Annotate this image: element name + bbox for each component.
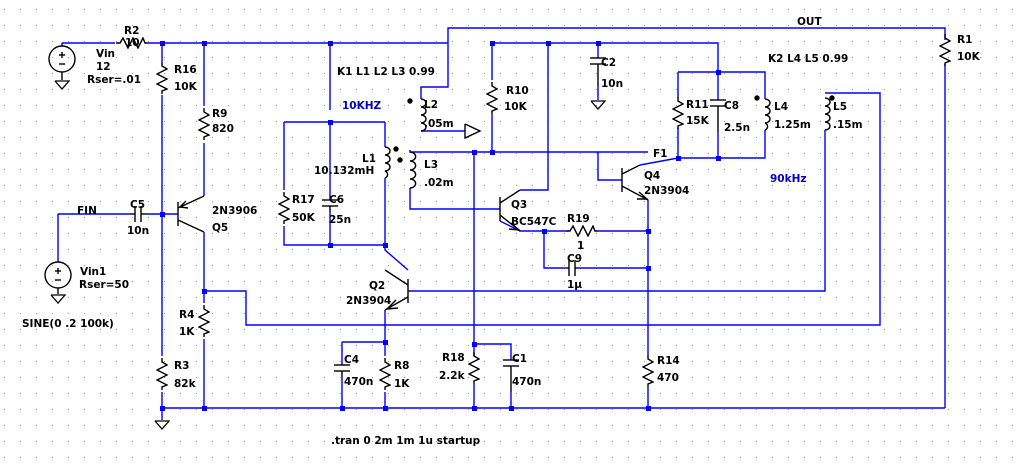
q3-model: BC547C <box>511 216 557 228</box>
c8-value: 2.5n <box>724 122 750 134</box>
c9-value: 1µ <box>567 279 582 291</box>
q3-symbol <box>499 189 522 232</box>
r16-value: 10K <box>174 81 198 93</box>
r10-value: 10K <box>504 101 528 113</box>
r8-name: R8 <box>394 360 409 372</box>
c5-name: C5 <box>130 199 145 211</box>
net-label-out: OUT <box>797 16 822 28</box>
q4-symbol <box>621 164 649 201</box>
r18-name: R18 <box>442 352 465 364</box>
l1-name: L1 <box>362 153 376 165</box>
c6-value: 25n <box>329 214 351 226</box>
r8-value: 1K <box>394 378 410 390</box>
directive-k1: K1 L1 L2 L3 0.99 <box>337 66 435 78</box>
vin-name: Vin <box>96 48 115 60</box>
l1-value: 10.132mH <box>314 165 374 177</box>
vin1-value: SINE(0 .2 100k) <box>22 318 114 330</box>
c2-name: C2 <box>601 57 616 69</box>
r11-value: 15K <box>686 115 710 127</box>
r9-value: 820 <box>212 123 234 135</box>
l2-symbol <box>407 98 427 132</box>
labels: OUT FIN F1 Vin 12 Rser=.01 Vin1 Rser=50 … <box>22 16 981 447</box>
q2-symbol <box>384 269 410 311</box>
l3-symbol <box>397 151 417 189</box>
c9-symbol <box>566 260 578 276</box>
c1-value: 470n <box>512 376 541 388</box>
net-label-fin: FIN <box>77 205 97 217</box>
vin1-rser: Rser=50 <box>79 279 129 291</box>
r4-value: 1K <box>179 326 195 338</box>
vin-source-symbol <box>48 45 76 89</box>
vin1-source-symbol <box>44 261 72 303</box>
r18-value: 2.2k <box>439 370 466 382</box>
r17-value: 50K <box>292 212 316 224</box>
r17-name: R17 <box>292 194 315 206</box>
q5-name: Q5 <box>212 222 228 234</box>
c6-symbol <box>322 199 338 212</box>
q3-name: Q3 <box>511 199 527 211</box>
c5-value: 10n <box>127 225 149 237</box>
l4-value: 1.25m <box>774 119 811 131</box>
q5-symbol <box>177 195 205 233</box>
vin-value: 12 <box>96 61 111 73</box>
comment-10khz: 10KHZ <box>342 100 382 112</box>
q4-name: Q4 <box>644 170 660 182</box>
c2-value: 10n <box>601 78 623 90</box>
c8-symbol <box>710 99 726 132</box>
vin1-name: Vin1 <box>80 266 106 278</box>
l5-symbol <box>824 95 835 131</box>
wires <box>57 27 946 420</box>
directive-tran: .tran 0 2m 1m 1u startup <box>331 435 481 447</box>
l4-name: L4 <box>774 101 788 113</box>
c8-name: C8 <box>724 100 739 112</box>
r3-name: R3 <box>174 360 189 372</box>
c9-name: C9 <box>567 253 582 265</box>
c1-name: C1 <box>512 353 527 365</box>
c1-symbol <box>503 359 519 392</box>
r14-name: R14 <box>657 355 680 367</box>
junction-dots <box>160 41 721 411</box>
c2-symbol <box>590 57 606 86</box>
r2-value: 10 <box>125 37 140 49</box>
c4-name: C4 <box>344 354 359 366</box>
q5-model: 2N3906 <box>212 205 257 217</box>
net-label-f1: F1 <box>653 148 667 160</box>
r2-name: R2 <box>124 25 139 37</box>
net-flag-icon <box>464 123 482 140</box>
l3-name: L3 <box>424 159 438 171</box>
vin-rser: Rser=.01 <box>87 74 141 86</box>
r11-name: R11 <box>686 99 709 111</box>
l2-value: .05m <box>424 118 454 130</box>
l1-symbol <box>384 146 399 179</box>
r4-name: R4 <box>179 309 194 321</box>
r3-value: 82k <box>174 378 197 390</box>
l4-symbol <box>754 95 771 131</box>
c6-name: C6 <box>329 194 344 206</box>
c4-value: 470n <box>344 376 373 388</box>
r1-value: 10K <box>957 51 981 63</box>
r1-name: R1 <box>957 34 972 46</box>
q2-model: 2N3904 <box>346 295 391 307</box>
l3-value: .02m <box>424 177 454 189</box>
r10-name: R10 <box>506 85 529 97</box>
r19-value: 1 <box>577 240 584 252</box>
r19-name: R19 <box>567 213 590 225</box>
r14-value: 470 <box>657 372 679 384</box>
q2-name: Q2 <box>369 280 385 292</box>
directive-k2: K2 L4 L5 0.99 <box>768 53 848 65</box>
l5-value: .15m <box>833 119 863 131</box>
c5-symbol <box>130 206 148 222</box>
r9-name: R9 <box>212 108 227 120</box>
c4-symbol <box>334 364 350 377</box>
q4-model: 2N3904 <box>644 185 689 197</box>
comment-90khz: 90kHz <box>770 173 807 185</box>
l2-name: L2 <box>424 99 438 111</box>
l5-name: L5 <box>833 101 847 113</box>
r16-name: R16 <box>174 64 197 76</box>
